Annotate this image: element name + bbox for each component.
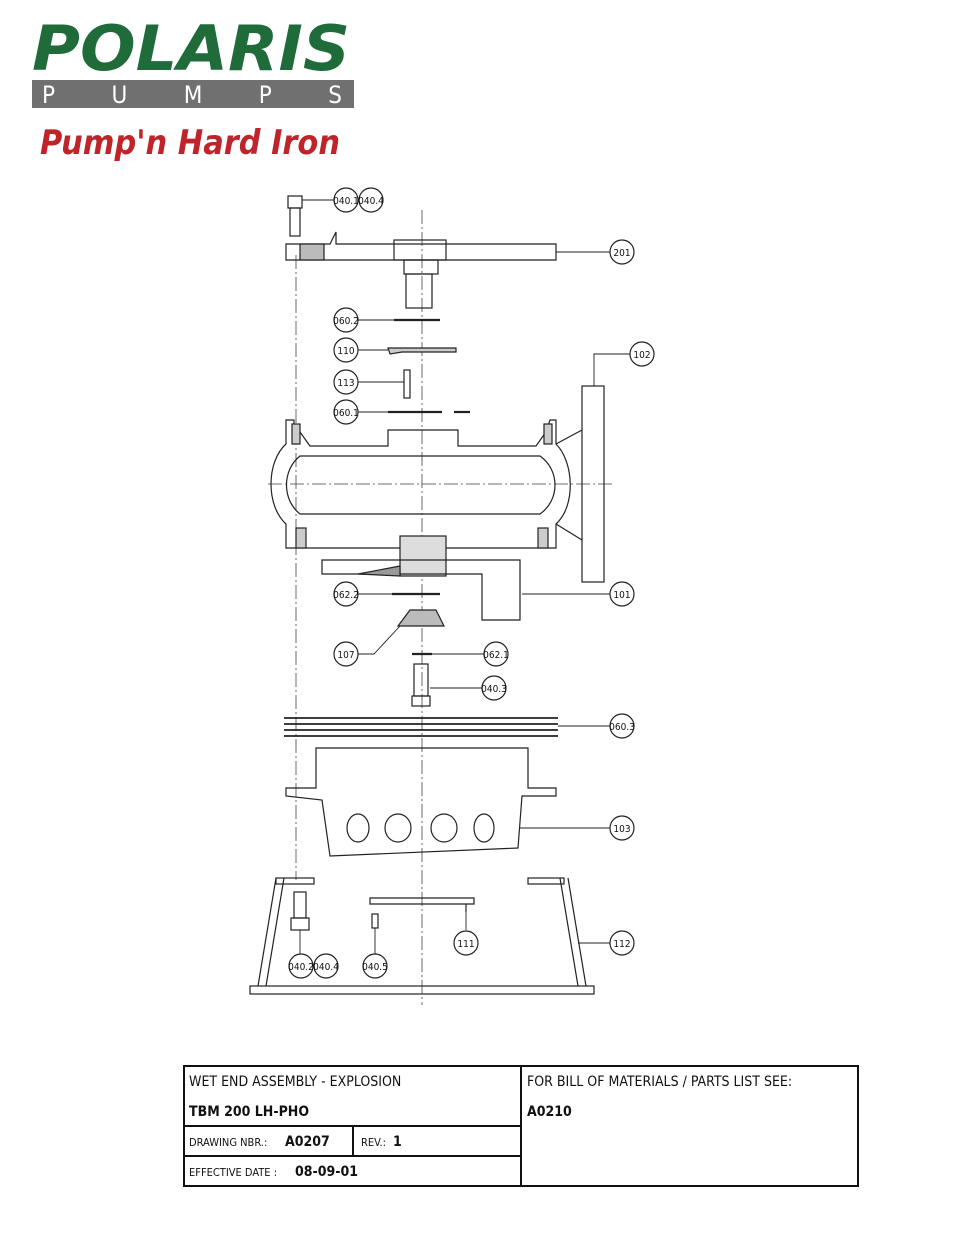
callout-112-label: 112 xyxy=(613,939,630,950)
callout-062-2: 062.2 xyxy=(333,581,359,607)
effective-date-value: 08-09-01 xyxy=(295,1164,358,1180)
part-110 xyxy=(387,347,457,355)
brand-sub-bar xyxy=(32,80,354,108)
callout-112: 112 xyxy=(609,930,635,956)
effective-date-label: EFFECTIVE DATE : xyxy=(189,1166,277,1179)
title-block-frame xyxy=(183,1065,859,1187)
title-block: WET END ASSEMBLY - EXPLOSION TBM 200 LH-… xyxy=(183,1065,859,1187)
callout-111: 111 xyxy=(453,930,479,956)
leader-lines xyxy=(299,199,630,954)
part-040-2 xyxy=(290,891,310,931)
callout-040-1: 040.1 xyxy=(333,187,359,213)
part-060-3-gaskets xyxy=(284,717,558,737)
model-name: TBM 200 LH-PHO xyxy=(189,1104,309,1120)
callout-060-1-label: 060.1 xyxy=(333,408,359,419)
part-102-casing xyxy=(270,385,605,583)
callout-040-3: 040.3 xyxy=(481,675,507,701)
callout-060-2-label: 060.2 xyxy=(333,316,359,327)
callout-103-label: 103 xyxy=(613,824,630,835)
callout-110: 110 xyxy=(333,337,359,363)
revision-value: 1 xyxy=(393,1134,402,1150)
callout-060-1: 060.1 xyxy=(333,399,359,425)
brand-tagline: Pump'n Hard Iron xyxy=(40,123,340,163)
revision-label: REV.: xyxy=(361,1136,386,1149)
callout-101-label: 101 xyxy=(613,590,630,601)
callout-040-4-top-label: 040.4 xyxy=(358,196,384,207)
part-040-3 xyxy=(411,663,431,707)
callout-201: 201 xyxy=(609,239,635,265)
callout-040-2: 040.2 xyxy=(288,953,314,979)
callout-062-1-label: 062.1 xyxy=(483,650,509,661)
callout-102-label: 102 xyxy=(633,350,650,361)
callout-040-3-label: 040.3 xyxy=(481,684,507,695)
callout-103: 103 xyxy=(609,815,635,841)
callout-113-label: 113 xyxy=(337,378,354,389)
part-111 xyxy=(369,897,475,912)
callout-060-2: 060.2 xyxy=(333,307,359,333)
part-107 xyxy=(396,609,445,627)
polaris-pumps-logo: POLARIS PUMPS Pump'n Hard Iron xyxy=(32,14,354,163)
drawing-title: WET END ASSEMBLY - EXPLOSION xyxy=(189,1074,401,1090)
bom-reference-value: A0210 xyxy=(527,1104,572,1120)
drawing-number-value: A0207 xyxy=(285,1134,330,1150)
callout-040-1-label: 040.1 xyxy=(333,196,359,207)
callout-040-5: 040.5 xyxy=(362,953,388,979)
callout-040-5-label: 040.5 xyxy=(362,962,388,973)
callout-110-label: 110 xyxy=(337,346,354,357)
callout-040-4-top: 040.4 xyxy=(358,187,384,213)
callout-062-2-label: 062.2 xyxy=(333,590,359,601)
part-040-5 xyxy=(371,913,379,929)
part-113 xyxy=(403,369,411,399)
callout-040-4-bottom-label: 040.4 xyxy=(313,962,339,973)
callout-040-2-label: 040.2 xyxy=(288,962,314,973)
callout-062-1: 062.1 xyxy=(483,641,509,667)
callout-101: 101 xyxy=(609,581,635,607)
exploded-assembly-drawing: 040.1 040.4 201 060.2 110 102 113 060.1 … xyxy=(249,187,655,1005)
part-bolt-040-1 xyxy=(287,195,303,237)
part-112-base xyxy=(249,877,595,995)
callout-107: 107 xyxy=(333,641,359,667)
callout-111-label: 111 xyxy=(457,939,474,950)
callout-060-3: 060.3 xyxy=(609,713,635,739)
part-103 xyxy=(285,747,557,857)
callout-107-label: 107 xyxy=(337,650,354,661)
drawing-number-label: DRAWING NBR.: xyxy=(189,1136,267,1149)
bom-reference-label: FOR BILL OF MATERIALS / PARTS LIST SEE: xyxy=(527,1074,792,1090)
center-lines xyxy=(268,210,612,1005)
callout-113: 113 xyxy=(333,369,359,395)
callout-040-4-bottom: 040.4 xyxy=(313,953,339,979)
callout-102: 102 xyxy=(629,341,655,367)
callout-201-label: 201 xyxy=(613,248,630,259)
brand-name: POLARIS xyxy=(32,14,350,85)
callout-060-3-label: 060.3 xyxy=(609,722,635,733)
part-101-impeller xyxy=(321,535,521,621)
part-201-cover xyxy=(285,231,557,309)
